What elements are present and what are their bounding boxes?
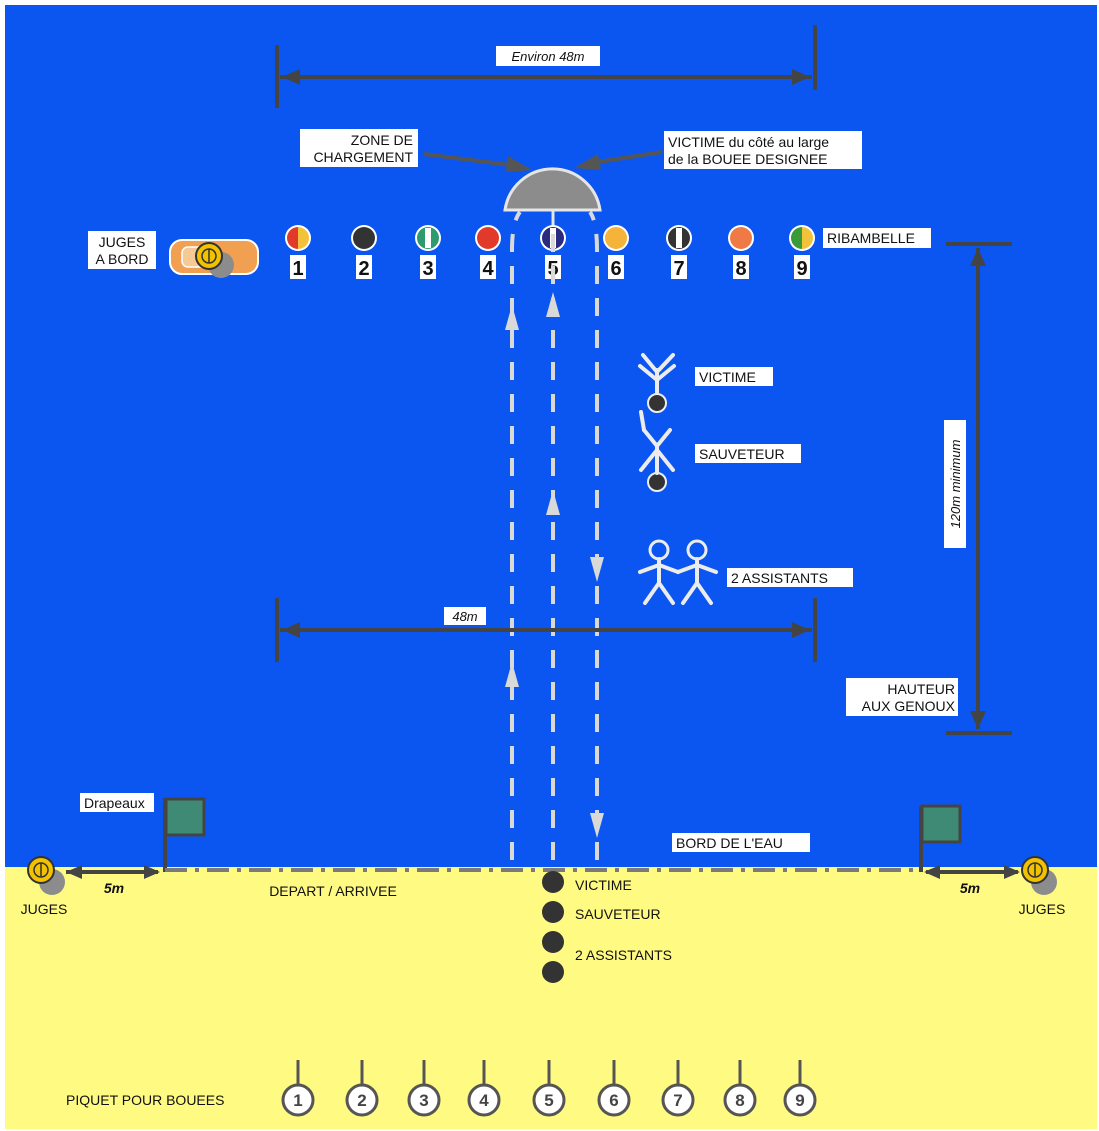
svg-text:JUGES: JUGES xyxy=(99,234,146,250)
stake-1: 1 xyxy=(281,1060,315,1117)
label-bord-de-leau: BORD DE L'EAU xyxy=(676,835,783,851)
stake-number: 3 xyxy=(419,1091,428,1110)
flag-left xyxy=(163,797,206,872)
label-drapeaux: Drapeaux xyxy=(84,795,145,811)
dimension-top: Environ 48m xyxy=(275,25,817,108)
stake-number: 4 xyxy=(479,1091,489,1110)
label-juges-a-bord: JUGES A BORD xyxy=(88,231,156,269)
buoy-number: 3 xyxy=(422,258,433,280)
svg-text:CHARGEMENT: CHARGEMENT xyxy=(313,149,413,165)
label-zone-de-chargement: ZONE DE CHARGEMENT xyxy=(300,129,532,172)
buoy-6: 6 xyxy=(603,225,629,280)
buoy-number: 8 xyxy=(735,258,746,280)
judge-float-right xyxy=(1021,856,1057,895)
svg-text:VICTIME du côté au large: VICTIME du côté au large xyxy=(668,134,829,150)
label-depart-arrivee: DEPART / ARRIVEE xyxy=(269,883,397,899)
svg-text:HAUTEUR: HAUTEUR xyxy=(887,681,955,697)
victim-figure xyxy=(638,353,676,413)
stake-number: 9 xyxy=(795,1091,804,1110)
buoy-number: 2 xyxy=(358,258,369,280)
label-5m-right: 5m xyxy=(960,880,980,896)
label-piquet-pour-bouees: PIQUET POUR BOUEES xyxy=(66,1092,224,1108)
stake-number: 8 xyxy=(735,1091,744,1110)
stake-2: 2 xyxy=(345,1060,379,1117)
label-ribambelle: RIBAMBELLE xyxy=(827,230,915,246)
course-paths xyxy=(505,210,604,860)
stake-number: 1 xyxy=(293,1091,302,1110)
buoy-3: 3 xyxy=(415,225,441,280)
buoy-1: 1 xyxy=(285,225,311,280)
stake-3: 3 xyxy=(407,1060,441,1117)
buoy-4: 4 xyxy=(475,225,501,280)
label-start-assistants: 2 ASSISTANTS xyxy=(575,947,672,963)
stake-number: 6 xyxy=(609,1091,618,1110)
flag-right xyxy=(919,804,962,872)
dimension-120m: 120m minimum xyxy=(944,242,1012,735)
stake-5: 5 xyxy=(532,1060,566,1117)
rescuer-figure xyxy=(639,410,675,492)
svg-text:AUX GENOUX: AUX GENOUX xyxy=(862,698,956,714)
label-48m: 48m xyxy=(452,609,477,624)
buoy-2: 2 xyxy=(351,225,377,280)
buoy-number: 1 xyxy=(292,258,303,280)
label-victime: VICTIME xyxy=(699,369,756,385)
buoy-number: 9 xyxy=(796,258,807,280)
svg-text:de la BOUEE DESIGNEE: de la BOUEE DESIGNEE xyxy=(668,151,828,167)
judges-boat xyxy=(169,239,259,278)
label-120m-minimum: 120m minimum xyxy=(948,439,963,528)
dimension-5m-left: 5m xyxy=(66,865,160,896)
stake-4: 4 xyxy=(467,1060,501,1117)
svg-text:ZONE DE: ZONE DE xyxy=(351,132,413,148)
label-start-victime: VICTIME xyxy=(575,877,632,893)
label-start-sauveteur: SAUVETEUR xyxy=(575,906,661,922)
dimension-48m: 48m xyxy=(275,598,817,662)
stake-7: 7 xyxy=(661,1060,695,1117)
buoy-number: 6 xyxy=(610,258,621,280)
label-juges-left: JUGES xyxy=(21,901,68,917)
label-victime-cote-large: VICTIME du côté au large de la BOUEE DES… xyxy=(574,131,862,170)
stake-number: 2 xyxy=(357,1091,366,1110)
buoy-7: 7 xyxy=(666,225,692,280)
dimension-5m-right: 5m xyxy=(924,865,1020,896)
stake-9: 9 xyxy=(783,1060,817,1117)
label-2-assistants: 2 ASSISTANTS xyxy=(731,570,828,586)
assistants-figure xyxy=(638,539,718,605)
buoy-9: 9 xyxy=(789,225,815,280)
judge-float-left xyxy=(27,856,65,895)
buoy-8: 8 xyxy=(728,225,754,280)
loading-zone-dome xyxy=(503,167,602,228)
stake-number: 5 xyxy=(544,1091,553,1110)
stake-8: 8 xyxy=(723,1060,757,1117)
stake-6: 6 xyxy=(597,1060,631,1117)
label-hauteur-aux-genoux: HAUTEUR AUX GENOUX xyxy=(846,678,958,716)
label-environ-48m: Environ 48m xyxy=(512,49,585,64)
start-positions xyxy=(542,871,564,983)
label-juges-right: JUGES xyxy=(1019,901,1066,917)
label-5m-left: 5m xyxy=(104,880,124,896)
stake-number: 7 xyxy=(673,1091,682,1110)
label-sauveteur: SAUVETEUR xyxy=(699,446,785,462)
buoy-number: 7 xyxy=(673,258,684,280)
buoy-number: 4 xyxy=(482,258,494,280)
svg-text:A BORD: A BORD xyxy=(96,251,149,267)
stake-row: 1 2 3 4 5 6 7 8 9 xyxy=(281,1060,817,1117)
